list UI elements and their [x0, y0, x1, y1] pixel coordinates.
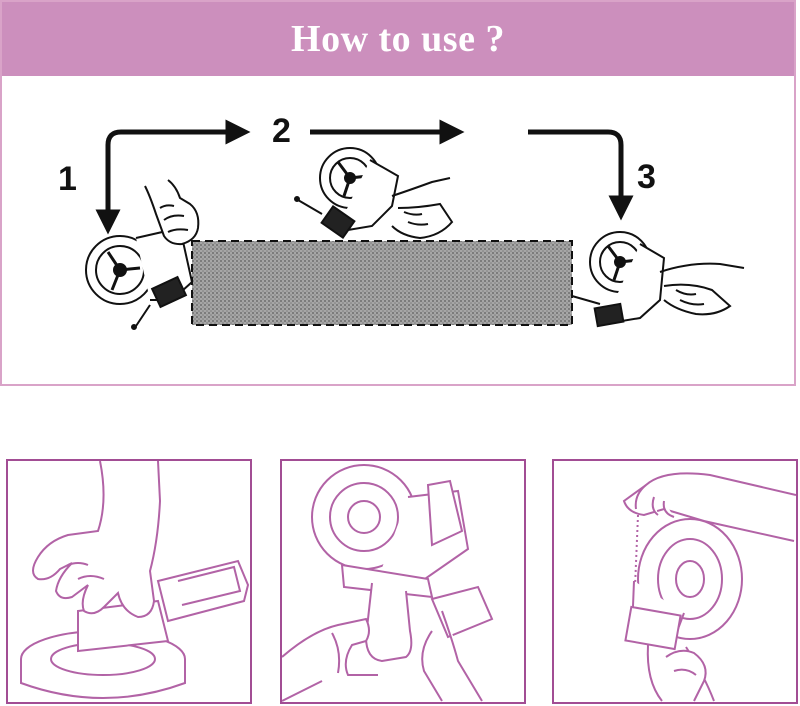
step-label-2: 2: [272, 112, 291, 150]
hand-icon: [665, 649, 707, 702]
arrow-icon: [528, 129, 634, 221]
instruction-thumb-3: [552, 459, 798, 704]
step-label-3: 3: [637, 158, 656, 196]
step-label-1: 1: [58, 160, 77, 198]
title-bar: How to use ?: [2, 2, 794, 76]
tape-strip: [191, 240, 573, 326]
steps-illustration: [85, 119, 745, 330]
hand-icon: [282, 617, 378, 702]
page-title: How to use ?: [291, 18, 505, 60]
tape-dispenser-icon: [85, 226, 194, 330]
dispenser-handle: [364, 582, 413, 663]
holding-dispenser-illustration: [282, 464, 494, 702]
arrow-icon: [95, 119, 251, 235]
instruction-thumb-1: [6, 459, 252, 704]
hand-icon: [634, 484, 675, 518]
hand-icon: [421, 610, 483, 702]
hand-icon: [144, 179, 200, 246]
loading-tape-illustration: [20, 461, 250, 699]
cutting-tape-illustration: [622, 472, 796, 702]
hand-icon: [659, 262, 745, 316]
tape-dispenser-icon: [571, 231, 666, 328]
tape-dispenser-icon: [294, 147, 400, 240]
hand-icon: [32, 461, 162, 619]
instruction-thumb-2: [280, 459, 526, 704]
hand-icon: [391, 177, 454, 240]
